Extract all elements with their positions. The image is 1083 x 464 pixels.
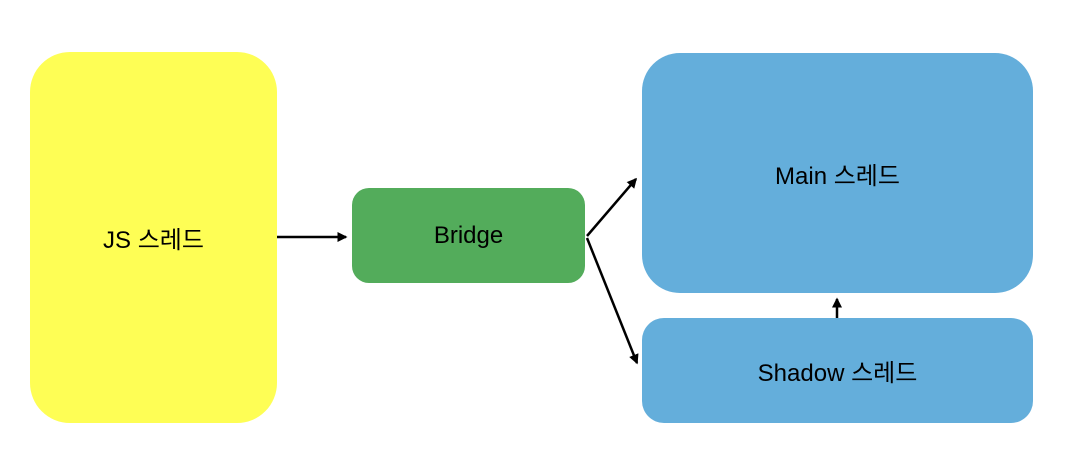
- node-bridge-label: Bridge: [433, 221, 504, 249]
- node-main-thread-label: Main 스레드: [775, 162, 900, 190]
- node-shadow-thread: Shadow 스레드: [642, 318, 1033, 423]
- node-shadow-thread-label: Shadow 스레드: [757, 360, 918, 387]
- node-bridge: Bridge: [352, 188, 585, 283]
- node-js-thread-label: JS 스레드: [103, 227, 204, 254]
- node-main-thread: Main 스레드: [642, 53, 1033, 293]
- node-js-thread: JS 스레드: [30, 52, 277, 423]
- arrow-bridge-to-main: [586, 177, 637, 237]
- arrow-bridge-to-shadow: [585, 237, 639, 365]
